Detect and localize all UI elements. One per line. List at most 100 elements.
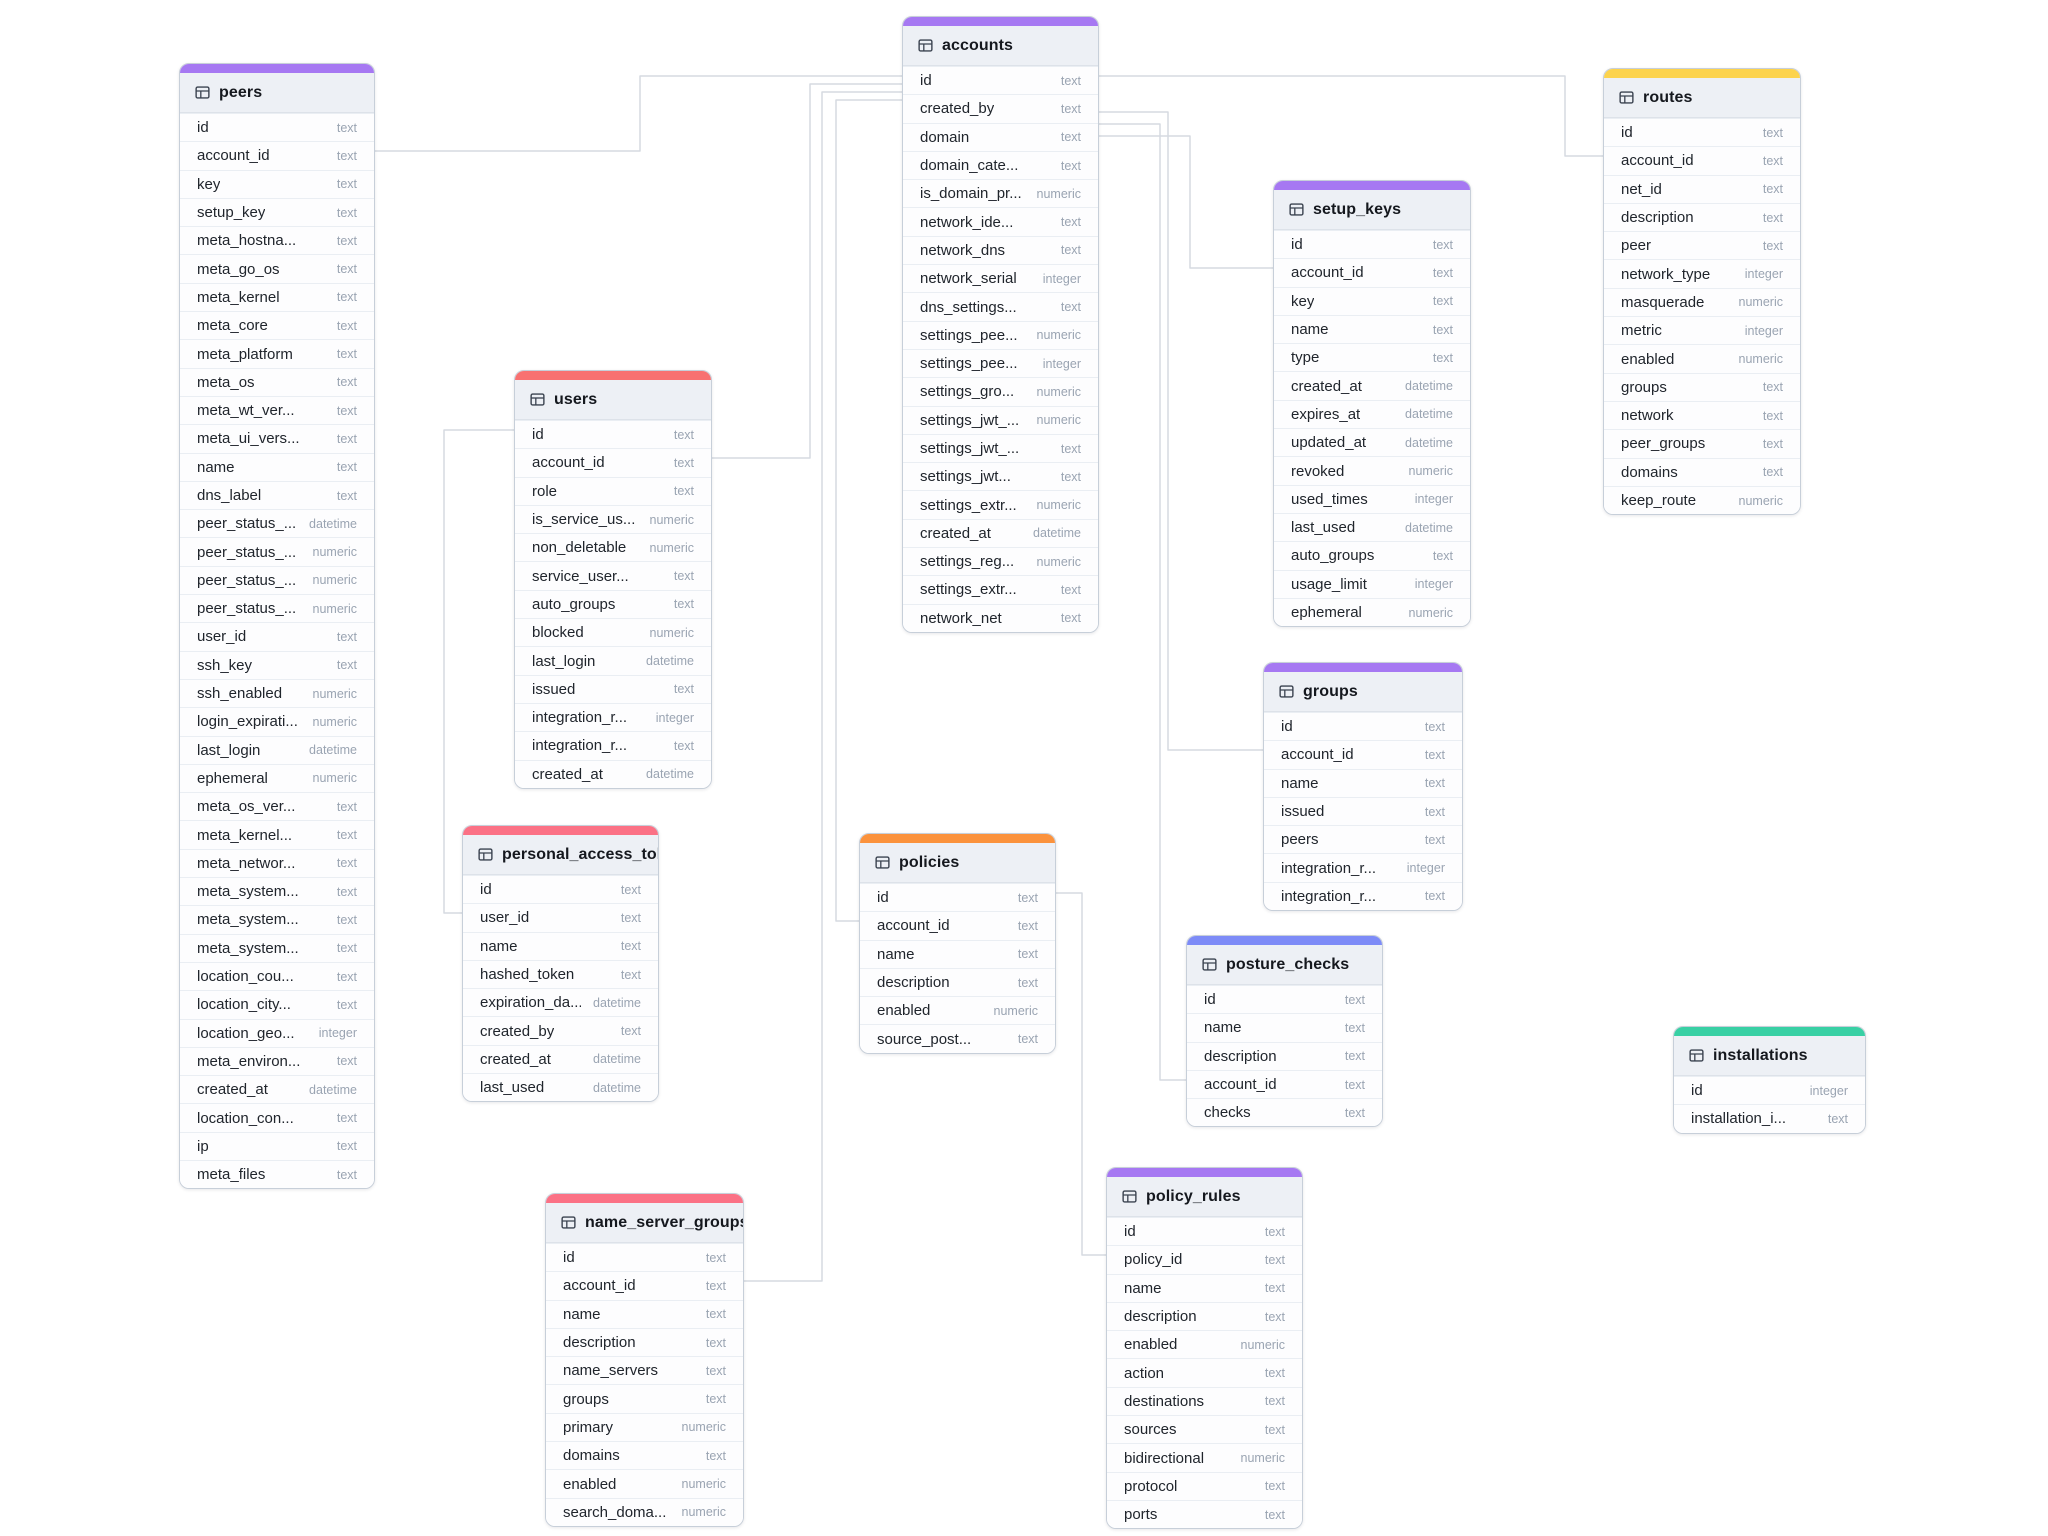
field-row[interactable]: settings_gro...numeric (903, 377, 1098, 406)
field-row[interactable]: meta_networ...text (180, 848, 374, 878)
table-header-name_server_groups[interactable]: name_server_groups (546, 1203, 743, 1243)
field-row[interactable]: meta_kernel...text (180, 820, 374, 849)
field-row[interactable]: meta_environ...text (180, 1046, 374, 1076)
field-row[interactable]: settings_extr...text (903, 575, 1098, 604)
field-row[interactable]: settings_pee...numeric (903, 320, 1098, 349)
field-row[interactable]: peer_status_...datetime (180, 509, 374, 538)
field-row[interactable]: integration_r...text (515, 731, 711, 760)
field-row[interactable]: login_expirati...numeric (180, 707, 374, 736)
field-row[interactable]: integration_r...integer (1264, 853, 1462, 882)
table-header-policies[interactable]: policies (860, 843, 1055, 883)
table-header-peers[interactable]: peers (180, 73, 374, 113)
field-row[interactable]: integration_r...integer (515, 702, 711, 732)
table-header-personal_access_tokens[interactable]: personal_access_tokens (463, 835, 658, 875)
table-header-setup_keys[interactable]: setup_keys (1274, 190, 1470, 230)
field-row[interactable]: service_user...text (515, 561, 711, 590)
field-row[interactable]: peer_status_...numeric (180, 565, 374, 595)
field-row[interactable]: location_cou...text (180, 961, 374, 991)
field-row[interactable]: settings_reg...numeric (903, 547, 1098, 576)
field-row[interactable]: location_con...text (180, 1103, 374, 1132)
field-row[interactable]: expiration_da...datetime (463, 988, 658, 1017)
field-row[interactable]: meta_hostna...text (180, 226, 374, 255)
field-row[interactable]: location_geo...integer (180, 1018, 374, 1047)
table-header-posture_checks[interactable]: posture_checks (1187, 945, 1382, 985)
field-row[interactable]: location_city...text (180, 990, 374, 1019)
field-row[interactable]: search_doma...numeric (546, 1497, 743, 1526)
table-header-accounts[interactable]: accounts (903, 26, 1098, 66)
field-row[interactable]: domain_cate...text (903, 150, 1098, 180)
field-row[interactable]: meta_wt_ver...text (180, 395, 374, 425)
field-row[interactable]: source_post...text (860, 1024, 1055, 1053)
field-row[interactable]: is_domain_pr...numeric (903, 179, 1098, 208)
field-row[interactable]: meta_system...text (180, 905, 374, 934)
field-row[interactable]: dns_settings...text (903, 292, 1098, 321)
field-row[interactable]: settings_extr...numeric (903, 490, 1098, 519)
